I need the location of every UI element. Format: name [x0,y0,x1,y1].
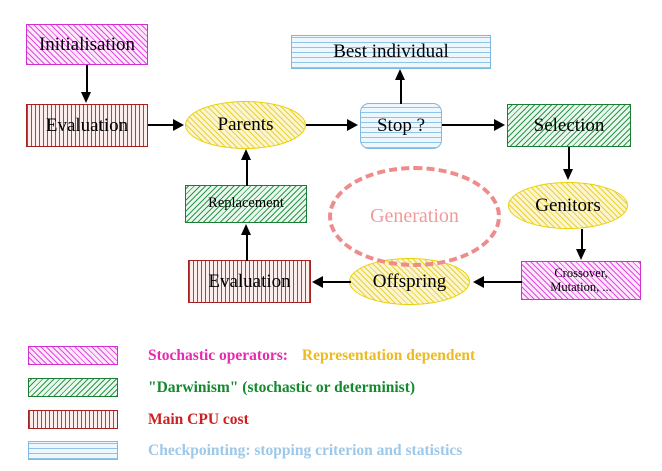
legend-label-checkpointing: Checkpointing: stopping criterion and st… [148,441,463,459]
edge-evaluation-to-replacement [246,235,248,261]
node-replacement[interactable]: Replacement [185,185,307,223]
node-evaluation-top[interactable]: Evaluation [26,104,148,147]
edge-stop-to-best-individual [400,80,402,104]
legend-label-representation: Representation dependent [301,346,476,364]
node-generation-group: Generation [328,166,501,267]
legend-label-cpu-cost: Main CPU cost [148,410,249,428]
node-evaluation-bottom-label: Evaluation [208,270,291,292]
arrowhead-offspring-to-evaluation [312,276,323,288]
legend-label-darwinism: "Darwinism" (stochastic or determinist) [148,378,416,396]
node-evaluation-bottom[interactable]: Evaluation [188,260,311,303]
arrowhead-evaluation-to-parents [173,119,184,131]
arrowhead-initialisation-to-evaluation [80,92,91,103]
node-initialisation-label: Initialisation [38,33,136,55]
legend-row-darwinism: "Darwinism" (stochastic or determinist) [28,378,415,397]
arrowhead-parents-to-stop [347,119,358,131]
node-initialisation[interactable]: Initialisation [26,24,148,65]
legend-row-cpu-cost: Main CPU cost [28,410,249,429]
legend-swatch-blue [28,441,118,460]
edge-stop-to-selection [442,124,495,126]
edge-selection-to-genitors [568,147,570,170]
node-best-individual-label: Best individual [333,41,449,63]
node-genitors[interactable]: Genitors [508,182,628,229]
edge-genitors-to-crossover [581,229,583,250]
node-crossover-label-line1: Crossover, [554,266,608,281]
legend-swatch-green [28,378,118,397]
arrowhead-genitors-to-crossover [575,249,586,260]
node-parents[interactable]: Parents [185,101,306,149]
edge-crossover-to-offspring [484,281,522,283]
arrowhead-stop-to-selection [494,119,505,131]
legend-row-checkpointing: Checkpointing: stopping criterion and st… [28,441,462,460]
node-crossover-mutation[interactable]: Crossover, Mutation, ... [521,261,641,300]
node-crossover-label-line2: Mutation, ... [550,279,612,294]
edge-offspring-to-evaluation [323,281,351,283]
node-replacement-label: Replacement [208,195,284,212]
legend-label-stochastic: Stochastic operators: [148,346,288,364]
arrowhead-replacement-to-parents [240,149,251,160]
node-best-individual[interactable]: Best individual [291,35,491,69]
arrowhead-selection-to-genitors [562,169,573,180]
legend-row-stochastic: Stochastic operators: Representation dep… [28,346,475,365]
node-selection[interactable]: Selection [507,104,631,147]
edge-replacement-to-parents [246,160,248,186]
node-selection-label: Selection [533,114,605,136]
node-stop-label: Stop ? [376,115,426,137]
arrowhead-evaluation-to-replacement [240,224,251,235]
arrowhead-stop-to-best-individual [394,69,405,80]
edge-initialisation-to-evaluation [86,65,88,93]
node-evaluation-top-label: Evaluation [45,114,129,136]
node-stop[interactable]: Stop ? [360,103,442,149]
edge-parents-to-stop [306,124,348,126]
arrowhead-crossover-to-offspring [473,276,484,288]
node-genitors-label: Genitors [535,194,601,216]
edge-evaluation-to-parents [148,124,174,126]
legend-swatch-magenta [28,346,118,365]
node-generation-label: Generation [370,205,459,227]
legend-swatch-red [28,410,118,429]
node-parents-label: Parents [217,114,274,136]
node-offspring-label: Offspring [372,270,447,292]
